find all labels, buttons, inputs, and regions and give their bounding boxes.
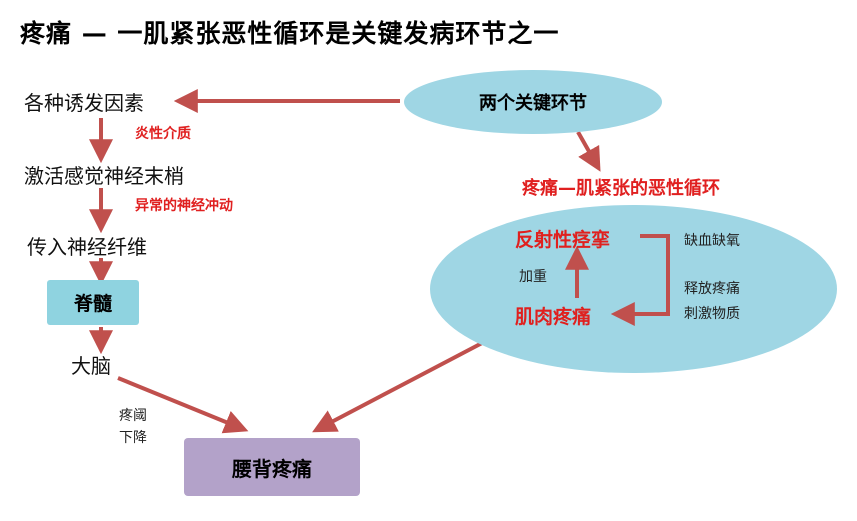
label-aggravate: 加重 — [519, 269, 547, 285]
label-inflammatory-mediators: 炎性介质 — [135, 126, 191, 142]
label-ischemia: 缺血缺氧 — [684, 233, 740, 249]
arrow-spasm-to-muscle-pain — [610, 234, 670, 326]
label-release-1: 释放疼痛 — [684, 281, 740, 297]
arrow-cycle-to-pain — [312, 340, 485, 433]
page-title: 疼痛 — 一肌紧张恶性循环是关键发病环节之一 — [20, 19, 560, 48]
label-release-2: 刺激物质 — [684, 306, 740, 322]
label-threshold: 疼阈 — [119, 408, 147, 424]
node-muscle-pain: 肌肉疼痛 — [515, 306, 592, 328]
arrow-keylinks-to-cycle — [576, 131, 601, 172]
label-lowered: 下降 — [119, 430, 147, 446]
box-back-pain: 腰背疼痛 — [184, 438, 360, 496]
arrow-brain-to-pain — [117, 376, 249, 434]
node-reflex-spasm: 反射性痉挛 — [515, 229, 611, 251]
cycle-heading: 疼痛—肌紧张的恶性循环 — [522, 178, 720, 199]
step-trigger-factors: 各种诱发因素 — [24, 91, 144, 115]
step-activate-nerve-endings: 激活感觉神经末梢 — [24, 164, 184, 188]
step-brain: 大脑 — [71, 354, 111, 378]
step-afferent-fibers: 传入神经纤维 — [27, 235, 147, 259]
ellipse-vicious-cycle — [430, 205, 837, 373]
label-abnormal-impulse: 异常的神经冲动 — [135, 198, 233, 214]
box-spinal-cord: 脊髓 — [47, 280, 139, 325]
ellipse-key-links: 两个关键环节 — [404, 70, 662, 134]
